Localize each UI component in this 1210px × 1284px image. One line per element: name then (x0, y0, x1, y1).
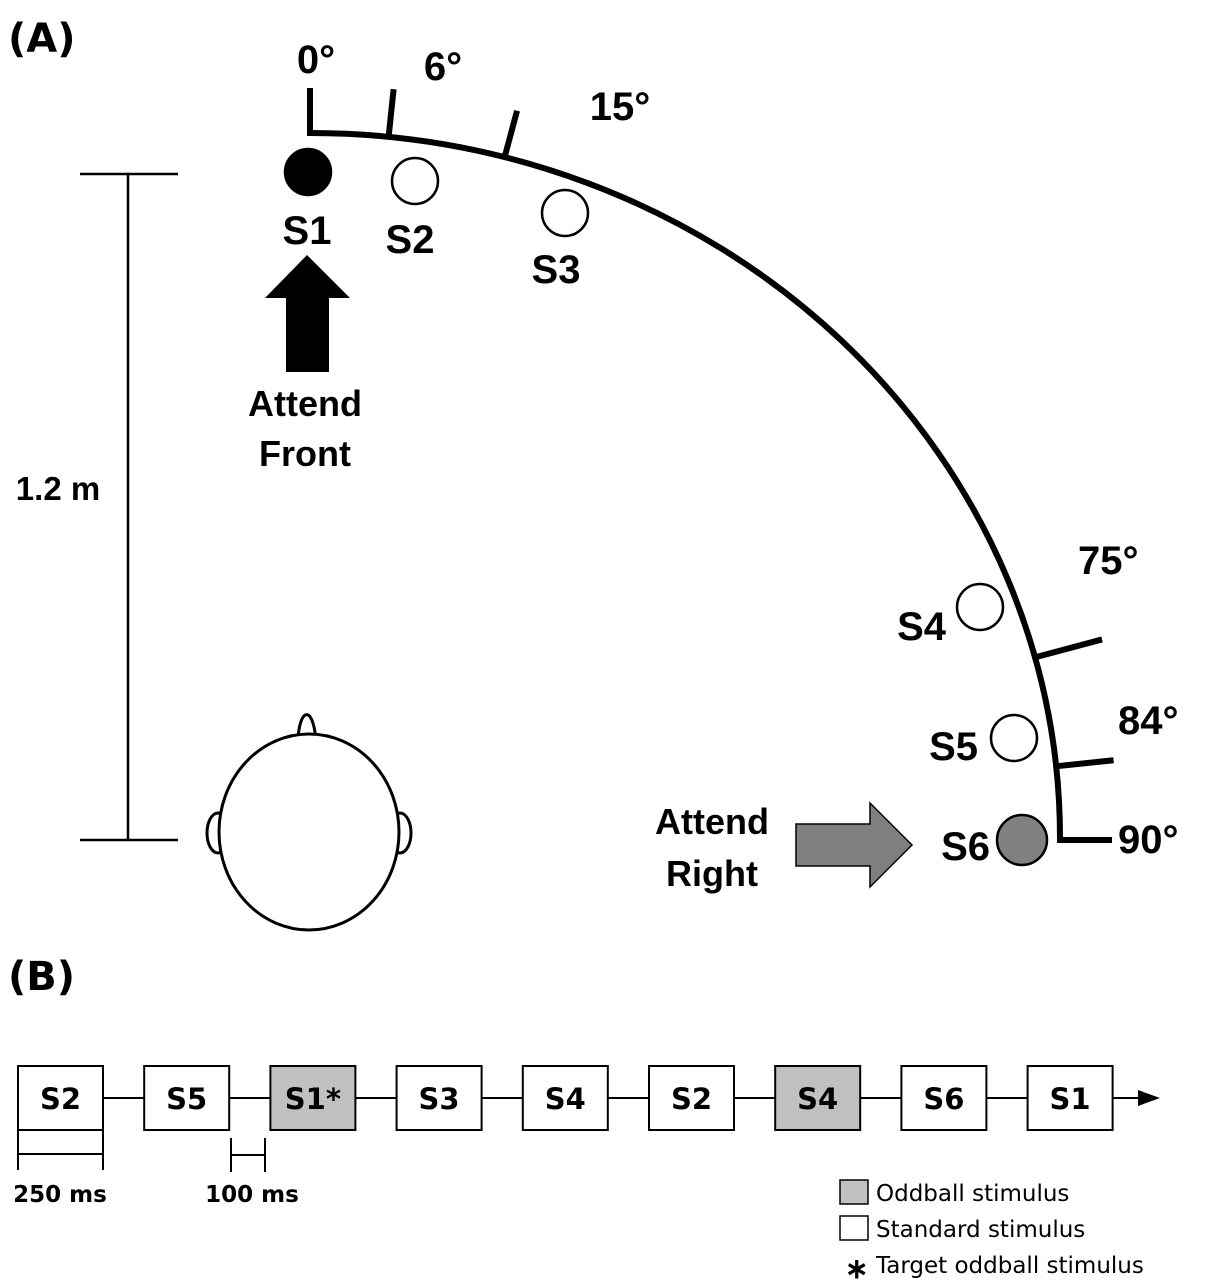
stimulus-box-8: S6 (901, 1066, 986, 1130)
attend-front-line2: Front (259, 433, 351, 474)
distance-label: 1.2 m (16, 470, 100, 507)
speaker-s6 (997, 815, 1047, 865)
angle-tick-84 (1056, 760, 1114, 766)
angle-label-75: 75° (1078, 539, 1139, 583)
attend-front-arrow: Attend Front (248, 255, 362, 474)
speaker-s1 (285, 149, 331, 195)
stimulus-label: S4 (545, 1082, 586, 1116)
legend-oddball-swatch (840, 1180, 868, 1204)
speaker-s3 (542, 190, 588, 236)
angle-label-15: 15° (590, 85, 651, 129)
legend: Oddball stimulus Standard stimulus ∗ Tar… (840, 1180, 1144, 1284)
gap-bracket: 100 ms (205, 1138, 299, 1208)
legend-oddball-label: Oddball stimulus (876, 1181, 1069, 1207)
stimulus-sequence: S2 S5 S1* S3 S4 S2 S4 S6 S1 (18, 1066, 1113, 1130)
listener-head-icon (207, 715, 411, 930)
speaker-label-s6: S6 (941, 825, 990, 869)
duration-bracket: 250 ms (13, 1130, 107, 1208)
stimulus-label: S2 (40, 1082, 81, 1116)
attend-front-line1: Attend (248, 383, 362, 424)
gap-label: 100 ms (205, 1182, 299, 1208)
stimulus-box-1: S2 (18, 1066, 103, 1130)
stimulus-label: S4 (797, 1082, 838, 1116)
attend-right-line2: Right (666, 853, 758, 894)
stimulus-box-7: S4 (775, 1066, 860, 1130)
asterisk-icon: ∗ (845, 1253, 868, 1284)
angle-tick-6 (388, 89, 393, 139)
timeline-arrowhead-icon (1138, 1090, 1160, 1106)
speaker-label-s2: S2 (386, 218, 435, 262)
speaker-s2 (392, 158, 438, 204)
legend-standard-swatch (840, 1216, 868, 1240)
speaker-s4 (957, 584, 1003, 630)
angle-tick-15 (504, 111, 517, 159)
angle-label-90: 90° (1118, 818, 1179, 862)
angle-tick-75 (1034, 639, 1102, 657)
legend-standard-label: Standard stimulus (876, 1217, 1085, 1243)
speaker-label-s3: S3 (532, 248, 581, 292)
stimulus-label: S3 (419, 1082, 460, 1116)
stimulus-label: S1* (285, 1082, 341, 1116)
right-arrow-icon (796, 803, 912, 887)
stimulus-label: S1 (1050, 1082, 1091, 1116)
speaker-s5 (991, 715, 1037, 761)
panel-a-label: (A) (8, 16, 76, 62)
speaker-label-s1: S1 (283, 209, 332, 253)
speaker-label-s4: S4 (897, 605, 947, 649)
stimulus-box-6: S2 (649, 1066, 734, 1130)
legend-target-label: Target oddball stimulus (875, 1253, 1144, 1279)
stimulus-box-5: S4 (523, 1066, 608, 1130)
stimulus-box-9: S1 (1028, 1066, 1113, 1130)
stimulus-box-3: S1* (270, 1066, 355, 1130)
stimulus-label: S5 (166, 1082, 207, 1116)
duration-label: 250 ms (13, 1182, 107, 1208)
speaker-label-s5: S5 (929, 725, 978, 769)
up-arrow-icon (265, 255, 350, 372)
attend-right-line1: Attend (655, 801, 769, 842)
stimulus-box-2: S5 (144, 1066, 229, 1130)
stimulus-box-4: S3 (397, 1066, 482, 1130)
distance-scale: 1.2 m (16, 174, 178, 840)
attend-right-arrow: Attend Right (655, 801, 912, 894)
stimulus-label: S6 (923, 1082, 964, 1116)
panel-b-label: (B) (8, 954, 75, 1000)
stimulus-label: S2 (671, 1082, 712, 1116)
angle-label-0: 0° (297, 38, 335, 82)
angle-label-84: 84° (1118, 699, 1179, 743)
angle-label-6: 6° (424, 45, 462, 89)
